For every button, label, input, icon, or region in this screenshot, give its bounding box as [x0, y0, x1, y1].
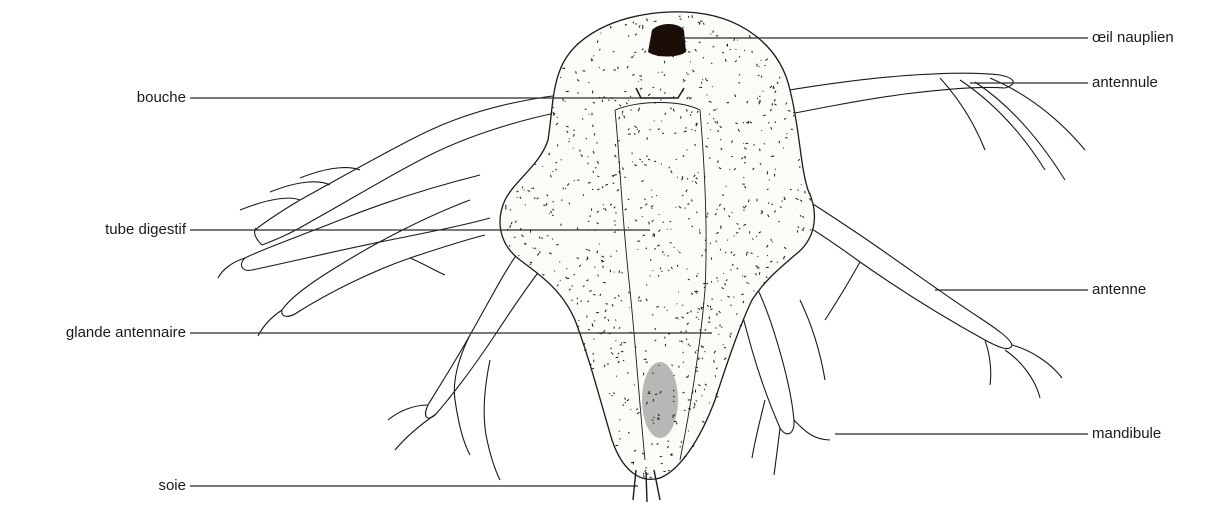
- label-mandibule: mandibule: [1092, 425, 1161, 443]
- label-soie: soie: [158, 477, 186, 495]
- right-antennule: [760, 73, 1085, 180]
- left-mandible: [388, 250, 540, 480]
- label-antennule: antennule: [1092, 74, 1158, 92]
- label-antenne: antenne: [1092, 281, 1146, 299]
- left-antenna: [218, 175, 490, 336]
- label-glande-antennaire: glande antennaire: [66, 324, 186, 342]
- body: [500, 12, 814, 502]
- nauplius-eye: [648, 24, 686, 57]
- label-tube-digestif: tube digestif: [105, 221, 186, 239]
- label-bouche: bouche: [137, 89, 186, 107]
- label-oeil-nauplien: œil nauplien: [1092, 29, 1174, 47]
